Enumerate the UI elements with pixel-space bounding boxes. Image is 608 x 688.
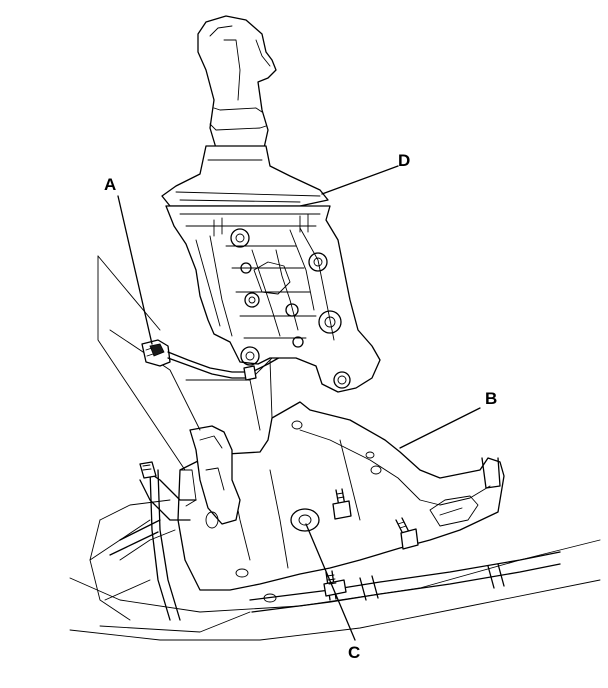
callout-b-label: B <box>485 389 497 408</box>
bracket-b <box>177 401 505 603</box>
callout-d-label: D <box>398 151 410 170</box>
shifter-bosses <box>230 228 351 389</box>
leader-line-a <box>117 195 153 345</box>
reference-plane-lines <box>97 255 291 471</box>
center-boss <box>290 508 320 532</box>
leader-line-d <box>321 165 399 195</box>
shift-knob <box>197 15 277 151</box>
callout-a-label: A <box>104 175 116 194</box>
leader-line-c <box>305 523 356 641</box>
connector-a <box>141 339 171 367</box>
shift-boot-d <box>161 145 329 207</box>
exhaust-pipe <box>99 551 561 633</box>
callout-c-label: C <box>348 643 360 662</box>
shifter-housing <box>165 205 381 393</box>
leader-line-b <box>399 407 481 449</box>
bolt-c-middle <box>332 488 352 520</box>
left-harness-wires <box>109 461 197 621</box>
left-side-bracket <box>179 425 241 529</box>
leader-lines <box>117 165 481 641</box>
bolt-c-rear <box>395 517 419 550</box>
